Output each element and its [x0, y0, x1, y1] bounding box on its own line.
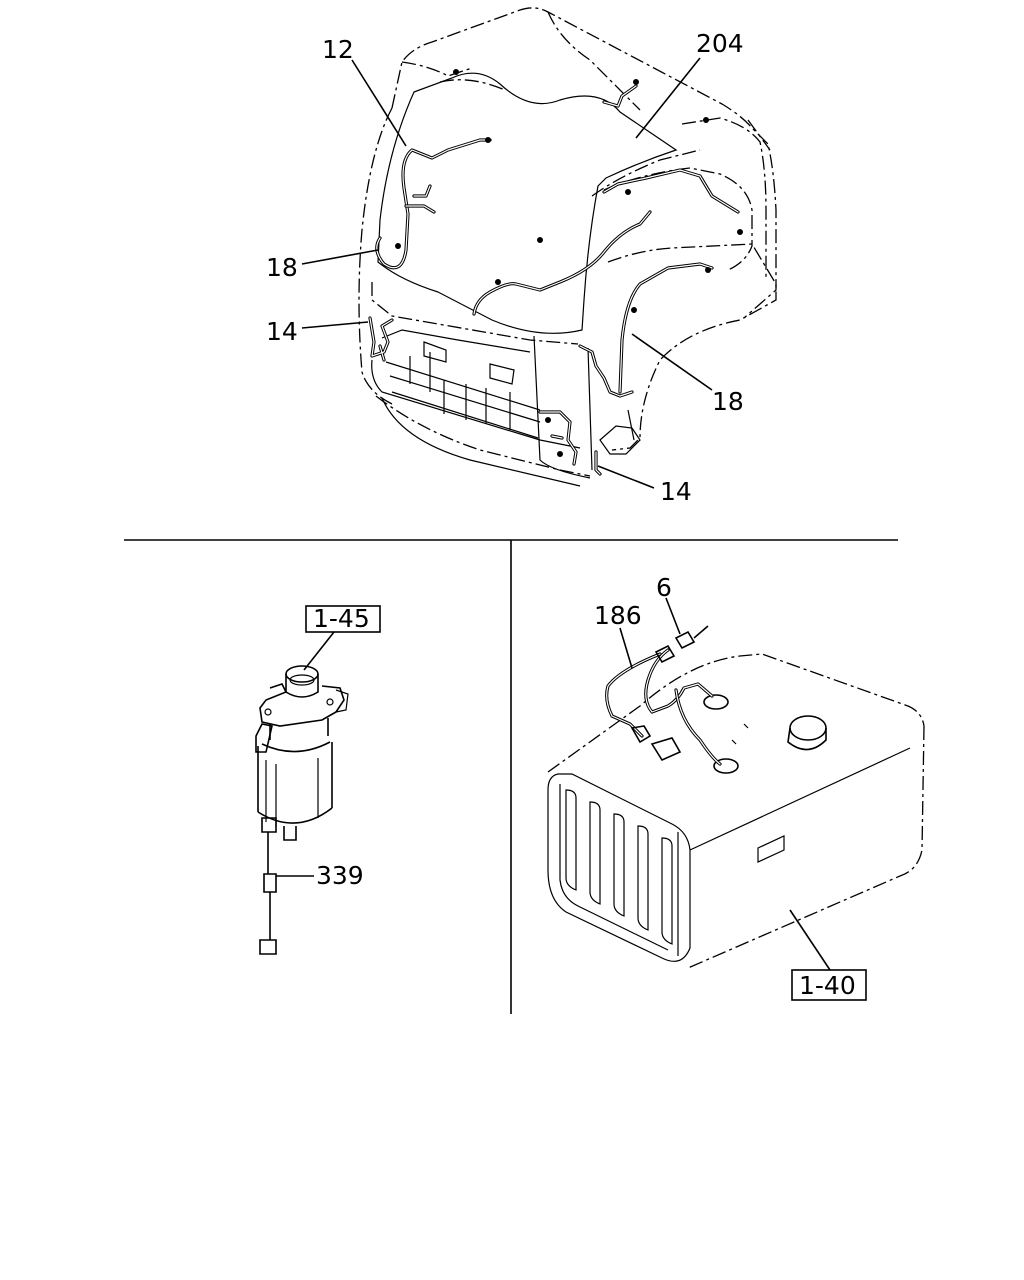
callout-14-left: 14 — [266, 317, 298, 346]
callout-1-45: 1-45 — [313, 604, 370, 633]
leader-1-40 — [789, 909, 831, 971]
callout-box-1-40 — [791, 969, 867, 1001]
callout-186: 186 — [594, 601, 642, 630]
callout-339: 339 — [316, 861, 364, 890]
callout-18-left: 18 — [266, 253, 298, 282]
callout-6: 6 — [656, 573, 672, 602]
callout-18-right: 18 — [712, 387, 744, 416]
callout-box-1-45 — [305, 605, 381, 633]
truck-cab — [358, 7, 777, 487]
cab-leader-lines — [301, 57, 713, 489]
callout-14-right: 14 — [660, 477, 692, 506]
leader-6 — [665, 597, 681, 635]
fuel-filter-assembly — [255, 665, 349, 955]
callout-204: 204 — [696, 29, 744, 58]
fuel-tank-assembly — [547, 625, 925, 969]
callout-1-40: 1-40 — [799, 971, 856, 1000]
cab-wiring-harness — [368, 69, 743, 476]
callout-12: 12 — [322, 35, 354, 64]
leader-186 — [619, 627, 633, 669]
